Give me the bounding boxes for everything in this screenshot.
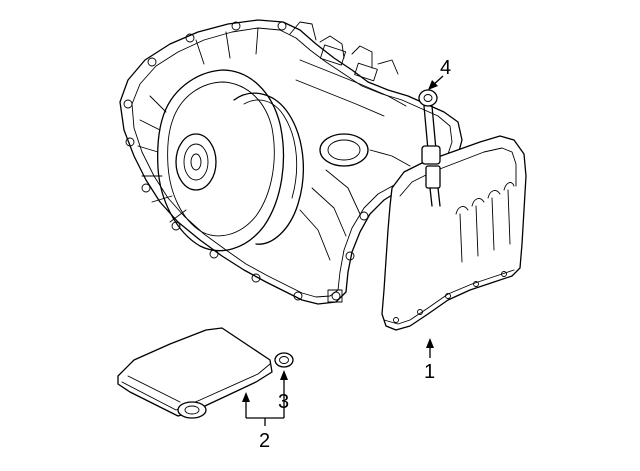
transmission-case (119, 19, 463, 305)
callout-4-label: 4 (440, 57, 451, 79)
callout-3: 3 (278, 370, 289, 418)
callout-1: 1 (424, 338, 435, 383)
callout-1-label: 1 (424, 361, 435, 383)
dipstick-tube-part (418, 89, 441, 207)
oil-pan-part (381, 135, 527, 331)
callout-2: 2 (242, 392, 284, 452)
callout-2-label: 2 (259, 430, 270, 452)
seal-ring-part (274, 352, 294, 368)
callout-4: 4 (428, 57, 451, 90)
filter-part (117, 327, 273, 419)
callout-3-label: 3 (278, 391, 289, 413)
